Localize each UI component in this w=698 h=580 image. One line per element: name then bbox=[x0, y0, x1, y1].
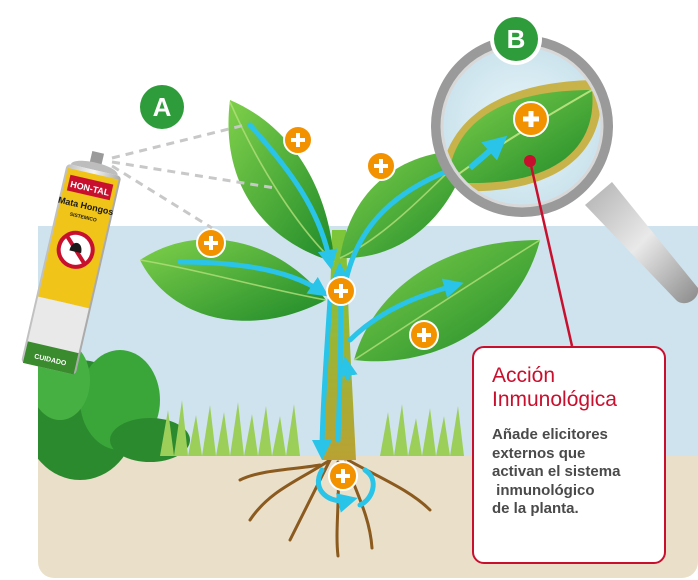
card-title: Acción Inmunológica bbox=[492, 364, 654, 412]
plus-icon bbox=[328, 461, 358, 491]
label-b-text: B bbox=[507, 24, 526, 54]
card-body-line: Añade elicitores bbox=[492, 426, 608, 443]
card-body-line: externos que bbox=[492, 444, 586, 462]
pointer-line bbox=[528, 160, 574, 347]
label-b: B bbox=[490, 13, 542, 65]
card-title-line: Acción bbox=[492, 364, 556, 387]
card-title-line: Inmunológica bbox=[492, 388, 617, 411]
card-description: Añade elicitores externos que activan el… bbox=[492, 426, 654, 519]
spray-can-icon: HON-TAL Mata Hongos SISTEMICO CUIDADO bbox=[21, 151, 121, 375]
grass bbox=[160, 400, 464, 456]
card-body-line: inmunológico bbox=[492, 481, 595, 499]
label-a-text: A bbox=[153, 92, 172, 122]
plus-icon bbox=[366, 151, 396, 181]
card-body-line: de la planta. bbox=[492, 500, 579, 517]
leaf-top-left bbox=[228, 100, 334, 262]
label-a: A bbox=[136, 81, 188, 133]
card-body-line: activan el sistema bbox=[492, 463, 621, 480]
magnifier-handle bbox=[585, 182, 698, 304]
plus-icon bbox=[513, 101, 549, 137]
plus-icon bbox=[283, 125, 313, 155]
plus-icon bbox=[326, 276, 356, 306]
info-card: Acción Inmunológica Añade elicitores ext… bbox=[472, 346, 666, 564]
plus-icon bbox=[196, 228, 226, 258]
plus-icon bbox=[409, 320, 439, 350]
plus-badges bbox=[196, 125, 439, 491]
spray-lines bbox=[111, 123, 276, 230]
